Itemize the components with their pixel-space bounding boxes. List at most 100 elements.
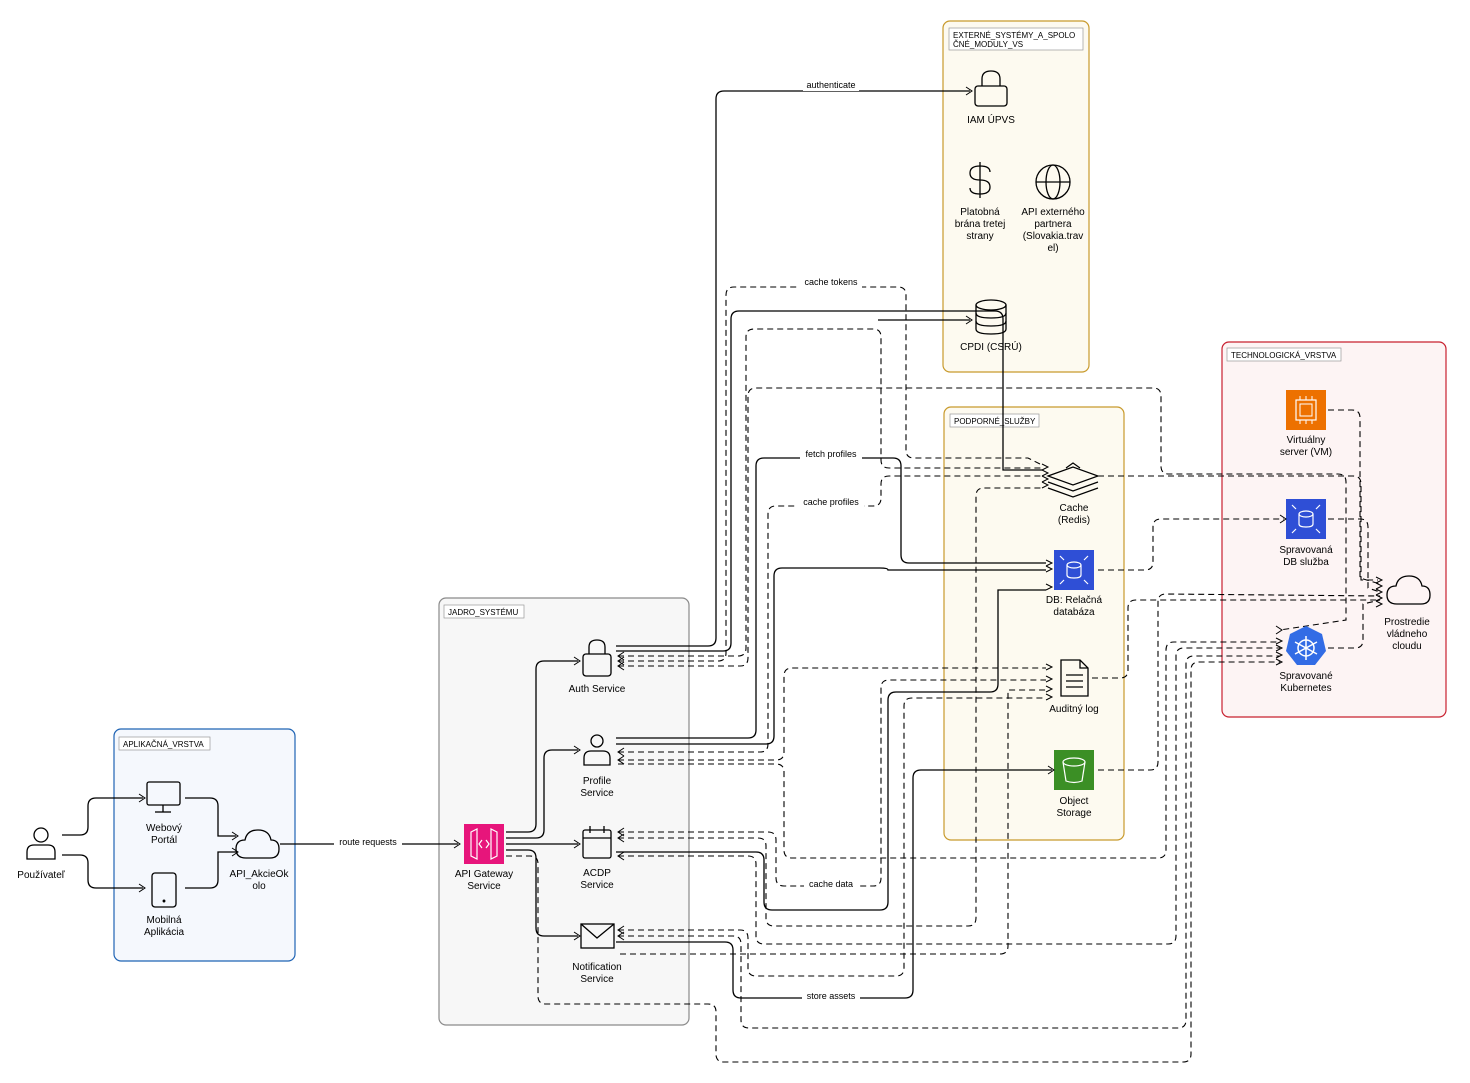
node-label-cloud-1: Prostredie — [1384, 617, 1430, 628]
dash-db-manageddb — [1098, 518, 1284, 571]
edge-acdp-db — [616, 589, 1046, 911]
dash-profile-k8s — [618, 641, 1280, 859]
node-api-gateway[interactable]: API Gateway Service — [455, 824, 513, 892]
node-cpdi[interactable]: CPDI (CSRÚ) — [960, 299, 1022, 353]
node-label-storage-1: Object — [1060, 796, 1089, 807]
node-label-payment-3: strany — [966, 231, 993, 242]
node-audit-log[interactable]: Auditný log — [1049, 659, 1099, 715]
solid-edges — [62, 90, 1052, 999]
rds-database-icon — [1054, 550, 1094, 590]
group-aplikacna-vrstva: APLIKAČNÁ_VRSTVA — [113, 728, 296, 962]
node-label-api-akcie-2: olo — [252, 881, 266, 892]
edge-label-store-assets: store assets — [807, 991, 856, 1001]
dashed-edges — [506, 286, 1381, 1063]
dash-profile-audit — [618, 667, 1046, 761]
node-label-iam: IAM ÚPVS — [967, 113, 1015, 126]
node-platobna-brana[interactable]: Platobná brána tretej strany — [955, 162, 1006, 242]
edge-label-authenticate: authenticate — [806, 80, 855, 90]
dash-auth-cache-tokens — [618, 286, 1043, 662]
edge-gw-notification — [506, 849, 578, 937]
node-label-gateway-1: API Gateway — [455, 869, 513, 880]
group-title-technologicka-vrstva: TECHNOLOGICKÁ_VRSTVA — [1231, 351, 1337, 360]
group-title-podporne-sluzby: PODPORNÉ_SLUŽBY — [954, 417, 1036, 426]
node-label-partner-4: el) — [1047, 243, 1058, 254]
lock-icon — [582, 639, 612, 677]
node-cache-redis[interactable]: Cache (Redis) — [1046, 462, 1100, 526]
node-object-storage[interactable]: Object Storage — [1054, 750, 1094, 819]
node-partner-api[interactable]: API externého partnera (Slovakia.trav el… — [1021, 164, 1085, 254]
envelope-icon — [580, 923, 615, 949]
arrowheads — [138, 86, 1384, 941]
user-icon — [583, 734, 611, 766]
node-label-user: Používateľ — [17, 870, 65, 881]
node-gov-cloud[interactable]: Prostredie vládneho cloudu — [1384, 575, 1431, 652]
globe-icon — [1035, 164, 1071, 200]
node-label-audit: Auditný log — [1049, 704, 1098, 715]
node-label-cloud-3: cloudu — [1392, 641, 1421, 652]
node-label-payment-2: brána tretej — [955, 219, 1006, 230]
dash-gw-audit — [620, 689, 1046, 955]
document-icon — [1060, 659, 1089, 697]
group-externe-systemy: EXTERNÉ_SYSTÉMY_A_SPOLO ČNÉ_MODULY_VS — [942, 20, 1090, 373]
node-label-cache-2: (Redis) — [1058, 515, 1090, 526]
node-mobile-app[interactable]: Mobilná Aplikácia — [144, 872, 184, 938]
node-label-k8s-1: Spravované — [1279, 671, 1333, 682]
edge-label-cache-tokens: cache tokens — [804, 277, 858, 287]
edge-label-cache-data: cache data — [809, 879, 853, 889]
node-label-vm-1: Virtuálny — [1287, 435, 1326, 446]
dash-k8s-cloud — [1328, 599, 1381, 649]
edge-gw-auth — [506, 660, 578, 833]
dash-notif-audit — [618, 697, 1046, 977]
node-label-payment-1: Platobná — [960, 207, 1000, 218]
edge-labels: route requests authenticate cache tokens… — [334, 79, 864, 1002]
database-icon — [975, 299, 1007, 335]
node-kubernetes[interactable]: Spravované Kubernetes — [1279, 626, 1333, 694]
node-api-akcie[interactable]: API_AkcieOk olo — [230, 829, 290, 892]
api-gateway-icon — [464, 824, 504, 864]
dash-auth-k8s — [618, 387, 1347, 667]
node-label-mobile-2: Aplikácia — [144, 927, 184, 938]
node-label-notification-2: Service — [580, 974, 614, 985]
cloud-icon — [235, 829, 280, 859]
node-iam-upvs[interactable]: IAM ÚPVS — [967, 70, 1015, 126]
dash-audit-cloud — [1092, 599, 1380, 679]
node-managed-db[interactable]: Spravovaná DB služba — [1279, 499, 1333, 568]
edge-mobile-api — [185, 851, 236, 889]
edge-auth-cache-tokens — [616, 310, 1042, 652]
node-label-vm-2: server (VM) — [1280, 447, 1332, 458]
node-label-partner-3: (Slovakia.trav — [1023, 231, 1084, 242]
node-acdp-service[interactable]: ACDP Service — [580, 826, 614, 891]
smartphone-icon — [151, 872, 177, 908]
edge-web-api — [185, 797, 236, 837]
monitor-icon — [146, 781, 181, 813]
node-label-api-akcie-1: API_AkcieOk — [230, 869, 290, 880]
node-user[interactable]: Používateľ — [17, 827, 66, 881]
edge-label-cache-profiles: cache profiles — [803, 497, 859, 507]
node-label-gateway-2: Service — [467, 881, 501, 892]
dash-acdp-cache — [618, 487, 1042, 927]
node-label-cloud-2: vládneho — [1387, 629, 1428, 640]
dash-notif-k8s — [618, 655, 1280, 1029]
node-label-acdp-2: Service — [580, 880, 614, 891]
lock-icon — [974, 70, 1008, 107]
node-virtual-server[interactable]: Virtuálny server (VM) — [1280, 390, 1332, 458]
node-auth-service[interactable]: Auth Service — [569, 639, 626, 695]
edge-user-mobile — [62, 854, 143, 889]
node-web-portal[interactable]: Webový Portál — [146, 781, 182, 846]
edge-user-web — [62, 797, 143, 836]
node-label-acdp-1: ACDP — [583, 868, 611, 879]
kubernetes-helm-icon — [1286, 626, 1326, 665]
node-relational-db[interactable]: DB: Relačná databáza — [1046, 550, 1103, 618]
node-label-db-1: DB: Relačná — [1046, 595, 1103, 606]
dash-auth-cache — [618, 328, 1042, 657]
node-label-manageddb-2: DB služba — [1283, 557, 1329, 568]
dash-vm-cloud — [1328, 409, 1381, 585]
node-label-manageddb-1: Spravovaná — [1279, 545, 1333, 556]
node-profile-service[interactable]: Profile Service — [580, 734, 614, 799]
node-notification-service[interactable]: Notification Service — [572, 923, 622, 985]
node-label-k8s-2: Kubernetes — [1280, 683, 1331, 694]
node-label-profile-2: Service — [580, 788, 614, 799]
node-label-auth: Auth Service — [569, 684, 626, 695]
edge-profile-db — [616, 567, 1046, 745]
